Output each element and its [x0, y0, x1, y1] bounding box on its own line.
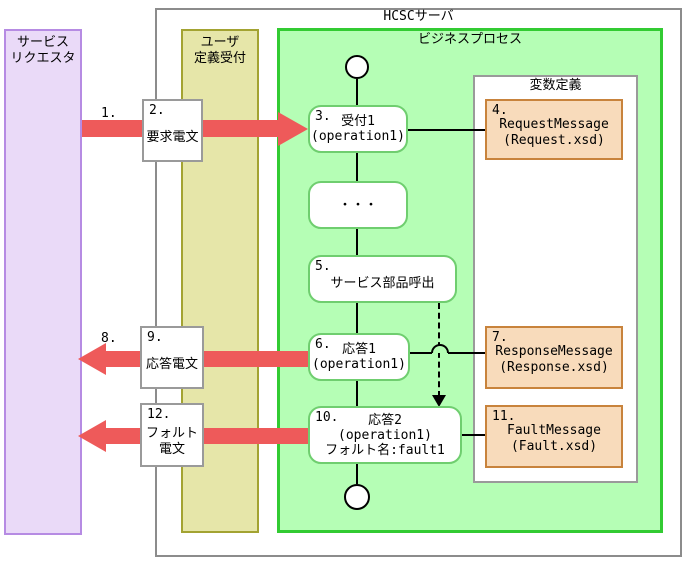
ellipsis-label: ・・・ [338, 197, 378, 213]
flow-line [356, 464, 358, 484]
flow-line [356, 79, 358, 105]
activity-name: 応答1 [342, 342, 376, 357]
activity-ellipsis: ・・・ [308, 181, 408, 229]
message-box-request: 2. 要求電文 [142, 99, 203, 162]
step-number: 9. [147, 330, 163, 345]
activity-operation: (operation1) [338, 427, 432, 443]
activity-operation: (operation1) [311, 129, 405, 144]
message-box-fault: 12. フォルト 電文 [140, 403, 204, 467]
activity-name: 受付1 [341, 114, 375, 129]
variable-link-line [448, 352, 485, 354]
end-node-icon [344, 484, 370, 510]
variable-name: ResponseMessage [495, 344, 613, 359]
flow-line [356, 303, 358, 333]
business-process-label: ビジネスプロセス [417, 32, 522, 47]
line-hop [431, 344, 449, 353]
message-label: フォルト 電文 [145, 426, 198, 457]
arrow-fault-head-icon [78, 420, 106, 452]
flow-line [356, 153, 358, 181]
step-number: 12. [147, 407, 171, 422]
variable-fault-message: 11. FaultMessage (Fault.xsd) [485, 405, 623, 468]
variable-definition-label: 変数定義 [529, 78, 582, 93]
step-number: 11. [492, 409, 516, 424]
activity-reception1: 3. 受付1 (operation1) [308, 105, 408, 153]
arrow-fault [106, 428, 308, 444]
message-label: 応答電文 [145, 356, 198, 372]
step-number: 5. [315, 259, 331, 274]
activity-name: 応答2 [368, 412, 402, 428]
variable-link-line [408, 129, 485, 131]
activity-fault-name: フォルト名:fault1 [325, 442, 445, 458]
variable-name: RequestMessage [499, 117, 609, 132]
activity-reply2: 10. 応答2 (operation1) フォルト名:fault1 [308, 406, 462, 464]
hcsc-server-label: HCSCサーバ [383, 9, 454, 24]
step-number: 2. [149, 103, 165, 118]
message-box-response: 9. 応答電文 [140, 326, 204, 389]
message-label: 要求電文 [146, 129, 199, 145]
flow-line [356, 381, 358, 406]
variable-schema: (Request.xsd) [503, 133, 605, 148]
lane-service-requester: サービス リクエスタ [4, 29, 82, 535]
step-number: 7. [492, 330, 508, 345]
variable-schema: (Response.xsd) [499, 360, 609, 375]
step-label-1: 1. [101, 106, 117, 121]
flow-line [356, 229, 358, 255]
dashed-arrowhead-icon [432, 395, 446, 407]
start-node-icon [345, 55, 369, 79]
variable-link-line [410, 352, 432, 354]
variable-name: FaultMessage [507, 423, 601, 438]
activity-name: サービス部品呼出 [330, 275, 435, 291]
activity-reply1: 6. 応答1 (operation1) [308, 333, 410, 381]
variable-link-line [462, 434, 485, 436]
variable-response-message: 7. ResponseMessage (Response.xsd) [485, 326, 623, 389]
activity-operation: (operation1) [312, 357, 406, 372]
arrow-response-head-icon [78, 343, 106, 375]
step-label-8: 8. [101, 331, 117, 346]
step-number: 6. [315, 337, 331, 352]
arrow-response [106, 351, 308, 367]
arrow-request-head-icon [278, 112, 308, 146]
step-number: 4. [492, 103, 508, 118]
step-number: 3. [315, 109, 331, 124]
step-number: 10. [315, 410, 339, 425]
variable-request-message: 4. RequestMessage (Request.xsd) [485, 99, 623, 160]
activity-service-call: 5. サービス部品呼出 [308, 255, 457, 303]
variable-schema: (Fault.xsd) [510, 439, 598, 454]
